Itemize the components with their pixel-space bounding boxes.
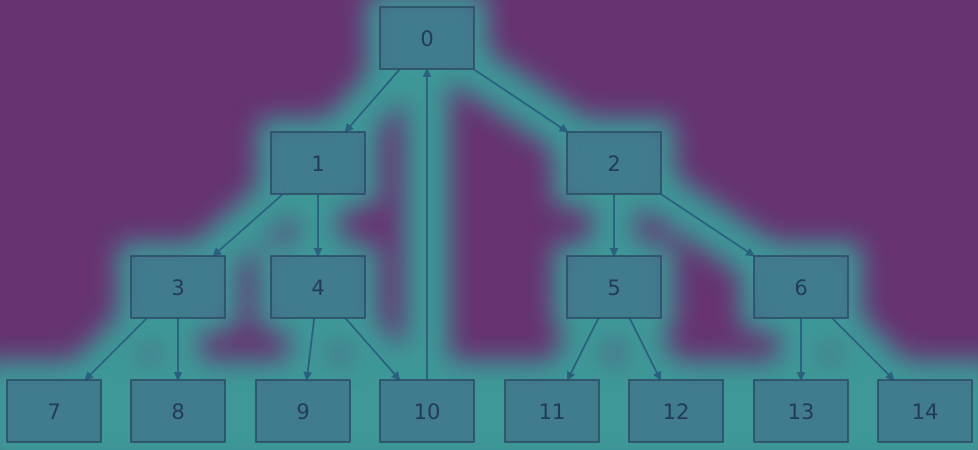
edge-4-to-10 xyxy=(344,317,401,381)
node-label: 4 xyxy=(311,276,324,300)
node-box xyxy=(379,6,475,70)
node-label: 9 xyxy=(296,400,309,424)
node-label: 13 xyxy=(788,400,815,424)
edge-5-to-12 xyxy=(628,317,662,381)
node-label: 7 xyxy=(47,400,60,424)
node-3: 3 xyxy=(130,255,226,319)
edge-5-to-11 xyxy=(566,317,600,381)
node-label: 10 xyxy=(414,400,441,424)
node-label: 1 xyxy=(311,152,324,176)
node-box xyxy=(753,379,849,443)
node-label: 2 xyxy=(607,152,620,176)
edge-0-to-1 xyxy=(344,68,401,133)
node-4: 4 xyxy=(270,255,366,319)
node-1: 1 xyxy=(270,131,366,195)
edge-4-to-9 xyxy=(303,317,316,381)
node-13: 13 xyxy=(753,379,849,443)
node-7: 7 xyxy=(6,379,102,443)
node-5: 5 xyxy=(566,255,662,319)
node-0: 0 xyxy=(379,6,475,70)
node-label: 0 xyxy=(420,27,433,51)
node-8: 8 xyxy=(130,379,226,443)
node-label: 6 xyxy=(794,276,807,300)
node-label: 12 xyxy=(663,400,690,424)
node-box xyxy=(130,379,226,443)
node-6: 6 xyxy=(753,255,849,319)
edge-0-to-2 xyxy=(472,68,569,133)
edge-6-to-14 xyxy=(831,317,895,381)
node-box xyxy=(566,255,662,319)
edge-3-to-7 xyxy=(84,317,148,381)
node-box xyxy=(255,379,351,443)
node-label: 3 xyxy=(171,276,184,300)
node-box xyxy=(379,379,475,443)
node-10: 10 xyxy=(379,379,475,443)
node-box xyxy=(566,131,662,195)
node-box xyxy=(130,255,226,319)
node-9: 9 xyxy=(255,379,351,443)
node-box xyxy=(270,255,366,319)
edge-2-to-6 xyxy=(660,193,756,257)
node-box xyxy=(753,255,849,319)
node-label: 8 xyxy=(171,400,184,424)
node-14: 14 xyxy=(877,379,973,443)
node-2: 2 xyxy=(566,131,662,195)
node-11: 11 xyxy=(504,379,600,443)
node-box xyxy=(504,379,600,443)
node-box xyxy=(628,379,724,443)
edge-1-to-3 xyxy=(212,193,284,257)
node-box xyxy=(270,131,366,195)
node-label: 11 xyxy=(539,400,566,424)
node-label: 5 xyxy=(607,276,620,300)
node-box xyxy=(6,379,102,443)
edge-layer xyxy=(84,68,895,381)
node-label: 14 xyxy=(912,400,939,424)
node-12: 12 xyxy=(628,379,724,443)
node-box xyxy=(877,379,973,443)
